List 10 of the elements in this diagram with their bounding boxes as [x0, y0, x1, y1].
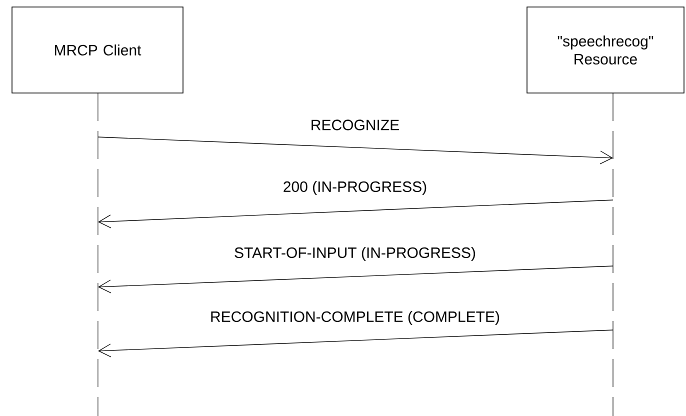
- message-arrow: [98, 266, 614, 294]
- message-label: START-OF-INPUT (IN-PROGRESS): [233, 246, 477, 262]
- message-label: RECOGNIZE: [309, 118, 401, 132]
- participant-box: "speechrecog" Resource: [526, 6, 684, 94]
- message-arrow: [98, 330, 614, 358]
- participant-box: MRCP Client: [12, 6, 184, 94]
- message-label: RECOGNITION-COMPLETE (COMPLETE): [209, 310, 502, 326]
- message-arrow: [98, 200, 614, 228]
- message-arrow: [98, 136, 613, 164]
- message-label: 200 (IN-PROGRESS): [282, 180, 428, 196]
